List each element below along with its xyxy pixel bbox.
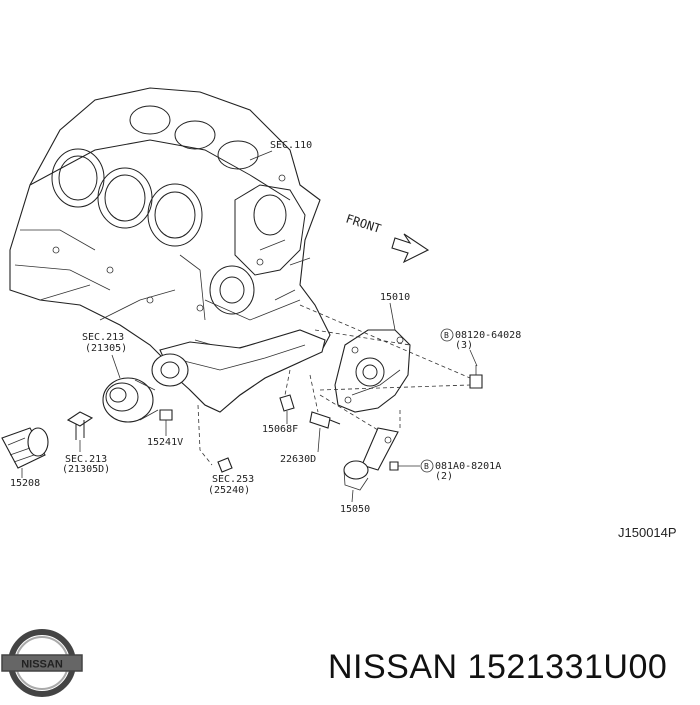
label-15208: 15208 bbox=[10, 478, 40, 489]
leader-22630d bbox=[317, 427, 321, 453]
logo-text: NISSAN bbox=[21, 659, 63, 671]
bolt2-marker-letter: B bbox=[424, 462, 429, 471]
leader-sec110 bbox=[249, 150, 273, 161]
connector-bolt bbox=[66, 411, 94, 440]
label-15068f: 15068F bbox=[262, 424, 298, 435]
label-sec253: SEC.253 bbox=[212, 474, 254, 485]
nissan-logo-icon: NISSAN bbox=[1, 629, 83, 697]
oil-strainer-15050 bbox=[343, 427, 399, 491]
label-bolt2-qty: (2) bbox=[435, 471, 453, 482]
label-15241v: 15241V bbox=[147, 437, 183, 448]
gasket-15068f bbox=[279, 394, 295, 412]
leader-sec213a bbox=[111, 354, 121, 379]
alignment-lines-sensor bbox=[284, 369, 319, 413]
diagram-code: J150014P bbox=[618, 525, 677, 540]
label-15050: 15050 bbox=[340, 504, 370, 515]
front-arrow: FRONT bbox=[344, 212, 430, 264]
sensor-22630d bbox=[309, 411, 341, 429]
bolt-08120-64028 bbox=[469, 365, 483, 389]
oil-pump-15010 bbox=[334, 329, 411, 413]
bolt-081a0-8201a bbox=[389, 461, 399, 471]
label-bolt2: 081A0-8201A bbox=[435, 461, 501, 472]
alignment-lines-plug bbox=[197, 404, 213, 466]
leader-15050 bbox=[351, 489, 354, 503]
label-sec253-ref: (25240) bbox=[208, 485, 250, 496]
label-sec213a-ref: (21305) bbox=[85, 343, 127, 354]
label-sec213b: SEC.213 bbox=[65, 454, 107, 465]
leader-15010 bbox=[389, 302, 396, 331]
label-22630d: 22630D bbox=[280, 454, 316, 465]
label-sec213a: SEC.213 bbox=[82, 332, 124, 343]
label-bolt1-qty: (3) bbox=[455, 340, 473, 351]
engine-block bbox=[9, 87, 331, 413]
bolt1-marker bbox=[440, 328, 454, 342]
oil-cooler bbox=[102, 377, 159, 423]
alignment-lines-strainer bbox=[319, 394, 401, 431]
part-caption: NISSAN 1521331U00 bbox=[328, 648, 668, 686]
bolt2-marker bbox=[420, 459, 434, 473]
label-15010: 15010 bbox=[380, 292, 410, 303]
label-front: FRONT bbox=[344, 212, 383, 236]
leader-bolt1 bbox=[469, 349, 478, 367]
drain-plug-15241v bbox=[159, 409, 173, 421]
label-sec213b-ref: (21305D) bbox=[62, 464, 110, 475]
oil-filter-15208 bbox=[1, 427, 49, 469]
filter-bracket bbox=[151, 353, 189, 387]
label-bolt1: 08120-64028 bbox=[455, 330, 521, 341]
bolt1-marker-letter: B bbox=[444, 331, 449, 340]
sensor-sec253 bbox=[217, 457, 233, 473]
alignment-lines-pump bbox=[299, 304, 471, 391]
label-sec110: SEC.110 bbox=[270, 140, 312, 151]
